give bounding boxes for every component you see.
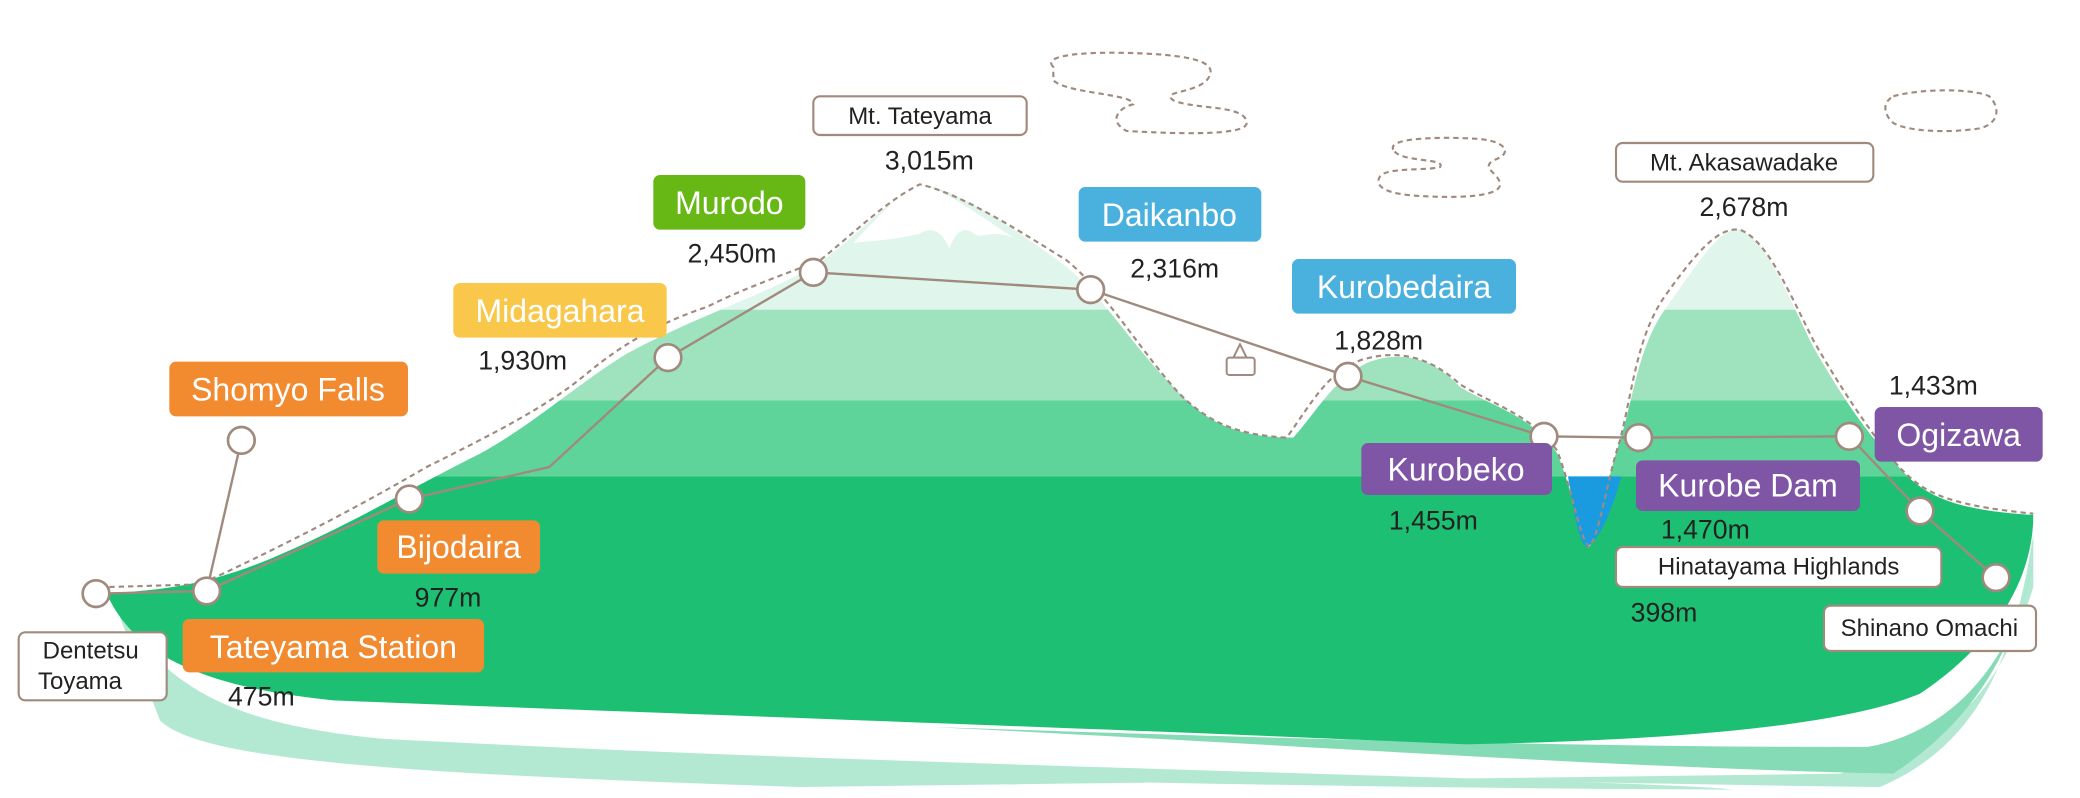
label-tateyama-station[interactable]: Tateyama Station 475m [182, 619, 484, 711]
label-kurobeko[interactable]: Kurobeko 1,455m [1361, 443, 1552, 535]
label-mt-tateyama[interactable]: Mt. Tateyama 3,015m [812, 95, 1028, 175]
station-name: Kurobedaira [1317, 269, 1492, 305]
label-murodo[interactable]: Murodo 2,450m [653, 175, 806, 269]
peak-name: Mt. Akasawadake [1650, 150, 1838, 177]
label-hinatayama-highlands[interactable]: Hinatayama Highlands 398m [1614, 545, 1943, 627]
station-name: Toyama [38, 668, 123, 695]
snow-cap [853, 184, 1014, 249]
node-daikanbo[interactable] [1075, 274, 1106, 305]
cloud-icon [1377, 136, 1507, 198]
label-midagahara[interactable]: Midagahara 1,930m [453, 283, 667, 375]
node-dentetsu-toyama[interactable] [81, 579, 111, 609]
station-name: Kurobe Dam [1658, 468, 1838, 504]
cloud-icon [1050, 51, 1248, 135]
node-shinano-omachi[interactable] [1981, 563, 2011, 593]
ropeway-gondola-icon [1225, 342, 1256, 376]
station-name: Bijodaira [396, 529, 521, 565]
peak-elevation: 3,015m [885, 145, 974, 175]
station-elevation: 977m [415, 583, 482, 613]
label-daikanbo[interactable]: Daikanbo 2,316m [1078, 187, 1262, 283]
station-name: Kurobeko [1388, 452, 1525, 488]
station-name: Midagahara [476, 293, 645, 329]
station-name: Tateyama Station [210, 629, 457, 665]
station-elevation: 1,433m [1889, 371, 1978, 401]
station-elevation: 2,316m [1130, 253, 1219, 283]
station-name: Dentetsu [43, 638, 139, 665]
label-kurobe-dam[interactable]: Kurobe Dam 1,470m [1636, 460, 1860, 545]
station-elevation: 1,930m [478, 345, 567, 375]
station-name: Shomyo Falls [191, 372, 385, 408]
label-mt-akasawadake[interactable]: Mt. Akasawadake 2,678m [1614, 141, 1875, 222]
station-name: Hinatayama Highlands [1658, 554, 1899, 581]
peak-name: Mt. Tateyama [848, 103, 992, 130]
station-elevation: 1,455m [1389, 505, 1478, 535]
node-shomyo-falls[interactable] [226, 425, 256, 455]
label-shinano-omachi[interactable]: Shinano Omachi [1822, 604, 2038, 653]
node-hinatayama-highlands[interactable] [1905, 496, 1935, 526]
label-dentetsu-toyama[interactable]: Dentetsu Toyama [17, 631, 168, 702]
station-name: Shinano Omachi [1841, 615, 2018, 642]
node-tateyama-station[interactable] [192, 576, 222, 606]
node-kurobedaira[interactable] [1333, 361, 1363, 391]
station-name: Murodo [675, 185, 783, 221]
node-midagahara[interactable] [653, 342, 683, 373]
label-kurobedaira[interactable]: Kurobedaira 1,828m [1292, 259, 1516, 355]
node-bijodaira[interactable] [394, 484, 424, 514]
station-elevation: 475m [228, 681, 295, 711]
node-kurobe-dam[interactable] [1623, 422, 1654, 453]
station-name: Daikanbo [1102, 197, 1237, 233]
station-elevation: 1,470m [1661, 515, 1750, 545]
station-name: Ogizawa [1896, 417, 2021, 453]
station-elevation: 398m [1631, 597, 1698, 627]
station-elevation: 1,828m [1334, 325, 1423, 355]
cloud-icon [1884, 89, 1998, 133]
label-shomyo-falls[interactable]: Shomyo Falls [169, 361, 408, 417]
label-bijodaira[interactable]: Bijodaira 977m [377, 520, 540, 613]
node-murodo[interactable] [798, 257, 828, 287]
node-ogizawa[interactable] [1834, 421, 1864, 451]
peak-elevation: 2,678m [1700, 192, 1789, 222]
station-elevation: 2,450m [688, 239, 777, 269]
label-ogizawa[interactable]: 1,433m Ogizawa [1874, 371, 2043, 462]
